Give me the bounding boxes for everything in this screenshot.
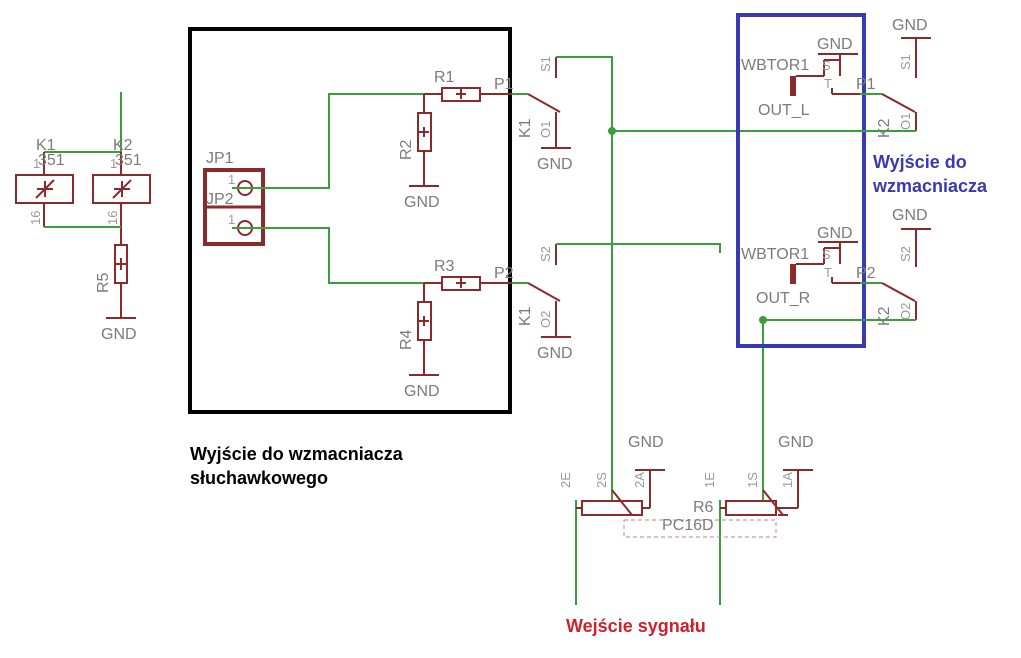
pot-pin-2a: 2A <box>632 472 647 488</box>
switch-k2-bottom-k2: K2 <box>876 306 893 326</box>
gnd-r5: GND <box>101 326 137 343</box>
amp-output-box <box>736 13 866 348</box>
resistor-r1-label: R1 <box>434 69 455 86</box>
switch-k1-top-p: P1 <box>494 76 514 93</box>
jack-wbtor1-right: WBTOR1 GND S T OUT_R <box>741 225 860 307</box>
relay-k2-pin16: 16 <box>105 211 120 225</box>
gnd-jack-right: GND <box>817 225 853 242</box>
switch-k2-top-k2: K2 <box>876 118 893 138</box>
pot-pin-2s: 2S <box>594 472 609 488</box>
pot-pin-2e: 2E <box>558 472 573 488</box>
gnd-jack-left: GND <box>817 36 853 53</box>
switch-k2-bottom-p: P2 <box>856 265 876 282</box>
jack-left-t: T <box>824 76 832 91</box>
resistor-r1-r2-group: R1 R2 GND <box>398 69 528 211</box>
resistor-r3-label: R3 <box>434 258 455 275</box>
switch-k2-bottom-s2: S2 <box>898 246 913 262</box>
jp-connectors: JP1 JP2 1 1 <box>203 150 265 246</box>
gnd-k1-bottom: GND <box>537 345 573 362</box>
switch-k1-bottom-s2: S2 <box>538 246 553 262</box>
pot-pin-1a: 1A <box>780 472 795 488</box>
headphone-output-caption-line2: słuchawkowego <box>190 468 328 488</box>
switch-k1-bottom-k1: K1 <box>517 306 534 326</box>
relay-k2-pin1: 1 <box>110 156 117 171</box>
switch-k2-top: P1 GND S1 O1 K2 <box>856 17 931 138</box>
switch-k1-top-o1: O1 <box>538 121 553 138</box>
connector-jp1-pin: 1 <box>228 172 235 187</box>
potentiometer-right <box>725 500 777 516</box>
switch-k2-top-o1: O1 <box>898 113 913 130</box>
connector-jp2-label: JP2 <box>206 191 234 208</box>
relay-k2-value: 351 <box>115 152 142 169</box>
amp-output-caption-line2: wzmacniacza <box>872 176 988 196</box>
switch-k2-bottom: P2 GND S2 O2 K2 <box>856 207 931 326</box>
jack-right-s: S <box>822 247 831 262</box>
headphone-output-box <box>188 27 512 414</box>
gnd-r2: GND <box>404 194 440 211</box>
switch-k1-bottom: P2 S2 O2 K1 GND <box>494 244 573 362</box>
relay-k2-name: K2 <box>113 137 133 154</box>
resistor-r4-label: R4 <box>398 329 415 350</box>
pot-pin-1e: 1E <box>702 472 717 488</box>
switch-k1-bottom-p: P2 <box>494 265 514 282</box>
switch-k1-top-k1: K1 <box>517 118 534 138</box>
jack-left-name: WBTOR1 <box>741 57 809 74</box>
resistor-r3-r4-group: R3 R4 GND <box>398 258 528 400</box>
resistor-r5-label: R5 <box>95 272 112 293</box>
switch-k1-bottom-o2: O2 <box>538 311 553 328</box>
gnd-k2-bottom: GND <box>892 207 928 224</box>
jack-right-t: T <box>824 265 832 280</box>
potentiometer-pc16d: GND GND R6 PC16D 2E 2S 2A 1E 1S 1A <box>558 434 814 605</box>
pot-pin-1s: 1S <box>745 472 760 488</box>
connector-jp1-label: JP1 <box>206 150 234 167</box>
jack-left-s: S <box>822 58 831 73</box>
potentiometer-r6-label: R6 <box>693 499 714 516</box>
switch-k2-top-p: P1 <box>856 76 876 93</box>
gnd-k1-top: GND <box>537 156 573 173</box>
relay-k1-name: K1 <box>36 137 56 154</box>
relay-k1-pin1: 1 <box>33 156 40 171</box>
relay-k1-pin16: 16 <box>28 211 43 225</box>
switch-k2-top-s1: S1 <box>898 54 913 70</box>
switch-k1-top-s1: S1 <box>538 56 553 72</box>
switch-k2-bottom-o2: O2 <box>898 303 913 320</box>
jack-wbtor1-left: WBTOR1 GND S T OUT_L <box>741 36 860 119</box>
gnd-k2-top: GND <box>892 17 928 34</box>
relay-coils-section: K1 351 K2 351 1 1 16 16 R5 GND <box>15 92 151 343</box>
connector-jp2-pin: 1 <box>228 212 235 227</box>
jack-right-name: WBTOR1 <box>741 246 809 263</box>
switch-k1-top: P1 S1 O1 K1 GND <box>494 56 573 173</box>
gnd-r4: GND <box>404 383 440 400</box>
jack-left-out: OUT_L <box>758 102 810 119</box>
potentiometer-left <box>581 500 643 516</box>
gnd-pot-right: GND <box>778 434 814 451</box>
headphone-output-caption-line1: Wyjście do wzmacniacza <box>190 444 404 464</box>
relay-k1-value: 351 <box>38 152 65 169</box>
signal-input-caption: Wejście sygnału <box>566 616 706 636</box>
amp-output-caption-line1: Wyjście do <box>873 152 967 172</box>
gnd-pot-left: GND <box>628 434 664 451</box>
jack-right-out: OUT_R <box>756 290 810 307</box>
potentiometer-name: PC16D <box>662 517 714 534</box>
resistor-r2-label: R2 <box>398 139 415 160</box>
